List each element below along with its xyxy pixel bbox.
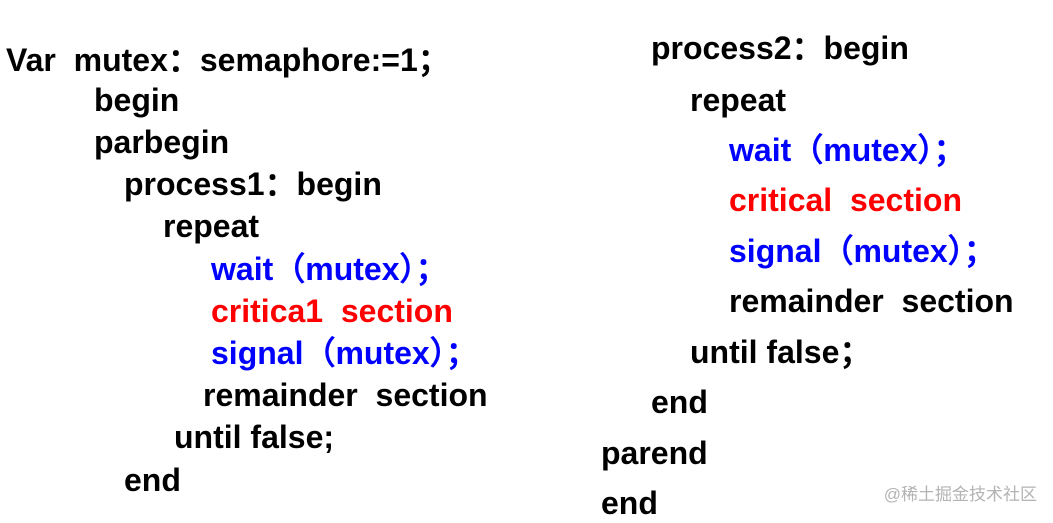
- code-line-process2-wait: wait（mutex）；: [729, 132, 966, 168]
- watermark-label: @稀土掘金技术社区: [883, 485, 1037, 504]
- code-line-final-end: end: [601, 485, 658, 521]
- code-line-process1-begin: process1：begin: [124, 166, 382, 202]
- code-line-process1-repeat: repeat: [163, 208, 260, 244]
- code-line-process2-repeat: repeat: [690, 82, 787, 118]
- code-line-process2-signal: signal（mutex）；: [729, 233, 996, 269]
- code-line-process2-remainder-section: remainder section: [729, 283, 1014, 319]
- code-line-process2-end: end: [651, 384, 708, 420]
- code-line-process1-critical-section: critica1 section: [211, 293, 453, 329]
- code-line-process1-signal: signal（mutex）；: [211, 335, 478, 371]
- code-line-process2-critical-section: critical section: [729, 182, 962, 218]
- code-line-process1-remainder-section: remainder section: [203, 377, 488, 413]
- code-line-process1-until-false: until false;: [174, 419, 335, 455]
- code-line-process1-end: end: [124, 462, 181, 498]
- code-line-parbegin: parbegin: [94, 124, 230, 160]
- code-line-var-declaration: Var mutex：semaphore:=1；: [6, 42, 450, 78]
- code-line-parend: parend: [601, 435, 708, 471]
- code-line-begin: begin: [94, 82, 180, 118]
- code-line-process2-begin: process2：begin: [651, 30, 909, 66]
- code-line-process2-until-false: until false；: [690, 334, 872, 370]
- code-line-process1-wait: wait（mutex）；: [211, 251, 448, 287]
